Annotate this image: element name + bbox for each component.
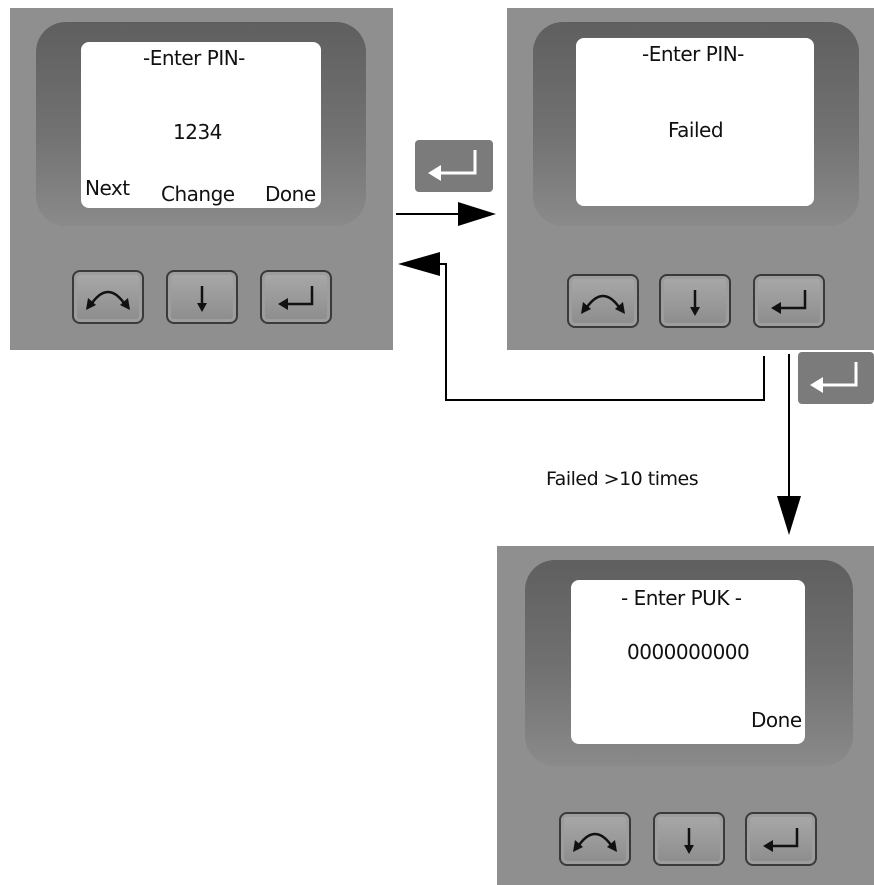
cycle-button[interactable] [559,812,631,866]
enter-icon [771,290,807,314]
transition-caption: Failed >10 times [546,468,699,490]
device-pin-entry: -Enter PIN- 1234 Next Change Done [10,8,393,350]
cycle-icon [581,294,625,314]
status-text: Failed [668,118,724,142]
device-pin-failed: -Enter PIN- Failed [507,8,874,350]
puk-value: 0000000000 [627,640,750,664]
enter-icon [763,828,799,852]
enter-icon [810,362,858,393]
down-button[interactable] [659,274,731,328]
arrow-to-failed-head [458,202,496,226]
enter-button[interactable] [260,270,332,324]
enter-key-badge [798,352,874,404]
down-button[interactable] [653,812,725,866]
softkey-next[interactable]: Next [85,176,130,200]
lcd-screen: -Enter PIN- Failed [576,38,814,206]
softkey-change[interactable]: Change [161,182,235,206]
cycle-icon [573,832,617,852]
enter-icon [278,286,314,310]
pin-value: 1234 [173,120,222,144]
screen-title: -Enter PIN- [642,42,744,66]
enter-button[interactable] [753,274,825,328]
screen-title: - Enter PUK - [621,586,742,610]
down-arrow-icon [690,290,700,316]
enter-button[interactable] [745,812,817,866]
cycle-icon [86,290,130,310]
lcd-screen: -Enter PIN- 1234 Next Change Done [81,42,321,208]
lcd-screen: - Enter PUK - 0000000000 Done [571,580,805,744]
down-arrow-icon [684,828,694,854]
arrow-return-head [398,252,440,276]
screen-title: -Enter PIN- [143,46,245,70]
softkey-done[interactable]: Done [265,182,316,206]
cycle-button[interactable] [72,270,144,324]
arrow-to-puk-head [777,496,801,535]
enter-key-badge [415,140,493,192]
device-puk-entry: - Enter PUK - 0000000000 Done [497,546,874,885]
down-button[interactable] [166,270,238,324]
cycle-button[interactable] [567,274,639,328]
down-arrow-icon [197,286,207,312]
softkey-done[interactable]: Done [751,708,802,732]
enter-icon [428,150,477,181]
